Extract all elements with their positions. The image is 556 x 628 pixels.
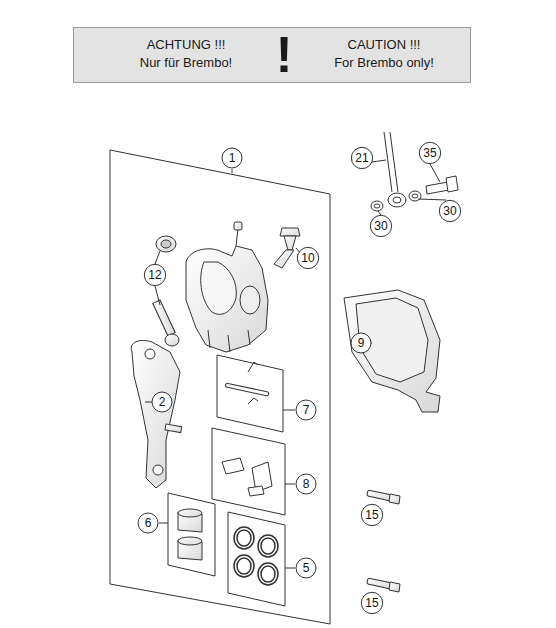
callout-ring — [222, 148, 242, 168]
callout-ring — [361, 592, 382, 613]
callout-number: 35 — [423, 146, 436, 160]
kit-box — [168, 493, 215, 576]
kit-panel — [110, 150, 330, 624]
callout-ring — [296, 400, 316, 420]
callout-ring — [439, 200, 460, 221]
leader-line — [159, 523, 168, 524]
callout-number: 15 — [365, 596, 378, 610]
callout-number: 9 — [358, 336, 365, 350]
leader-line — [232, 169, 233, 173]
warning-text: For Brembo only! — [334, 55, 434, 71]
callout-ring — [296, 558, 316, 578]
kit-box — [228, 512, 285, 606]
piston-seal — [234, 527, 278, 585]
callout-number: 21 — [355, 151, 368, 165]
leader-line — [285, 484, 295, 485]
callout-ring — [138, 513, 158, 533]
callout-number: 15 — [365, 508, 378, 522]
callout-number: 10 — [301, 251, 314, 265]
callout-number: 6 — [145, 516, 152, 530]
callout-ring — [297, 247, 318, 268]
callout-ring — [361, 504, 382, 525]
kit-box — [212, 428, 285, 515]
warning-sign: ! — [276, 30, 293, 80]
callout-ring — [419, 142, 440, 163]
callout-number: 30 — [443, 204, 456, 218]
leader-line — [285, 568, 295, 569]
callout-number: 1 — [229, 151, 236, 165]
callout-ring — [370, 215, 391, 236]
warning-banner: ACHTUNG !!! Nur für Brembo!! CAUTION !!! Fo… — [73, 27, 471, 83]
callout-ring — [144, 264, 165, 285]
guide-pin — [153, 236, 179, 346]
warning-text: CAUTION !!! — [348, 37, 421, 53]
caliper-bracket — [131, 340, 182, 488]
callout-number: 2 — [159, 395, 166, 409]
warning-text: ACHTUNG !!! — [147, 37, 226, 53]
pad-spring — [222, 458, 272, 496]
callout-ring — [351, 147, 372, 168]
callout-number: 8 — [303, 477, 310, 491]
leader-line — [283, 410, 295, 411]
callout-number: 5 — [303, 561, 310, 575]
pad-pin — [225, 362, 269, 404]
callout-number: 7 — [303, 403, 310, 417]
bleed-valve — [274, 228, 301, 268]
caliper-body — [186, 222, 268, 352]
piston — [178, 509, 202, 560]
brake-pad — [344, 290, 440, 412]
callout-ring — [152, 392, 172, 412]
callout-number: 30 — [374, 219, 387, 233]
callout-ring — [296, 474, 316, 494]
callout-ring — [351, 333, 371, 353]
kit-box — [217, 355, 283, 432]
warning-text: Nur für Brembo! — [140, 55, 232, 71]
callout-number: 12 — [148, 268, 161, 282]
